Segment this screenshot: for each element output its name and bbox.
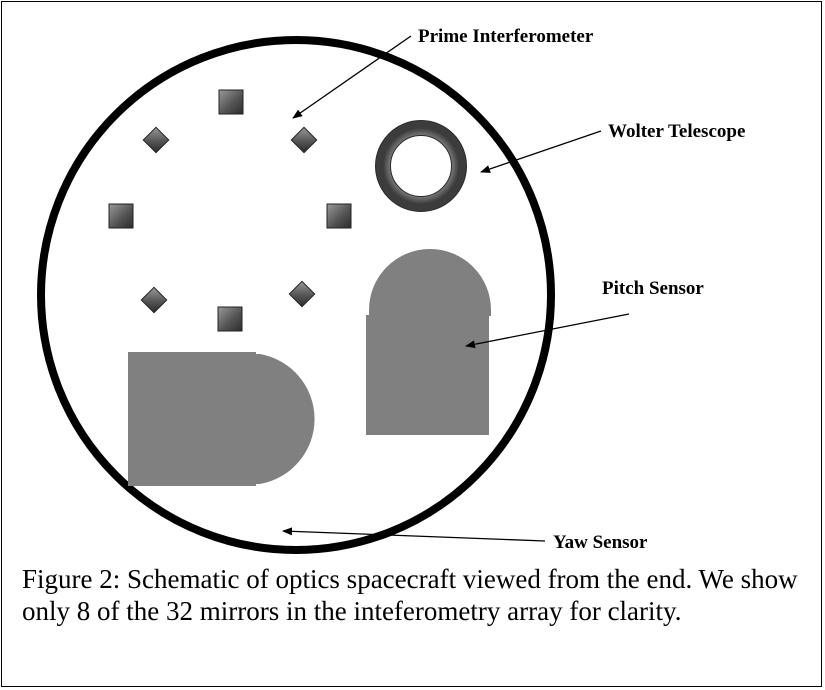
mirror-diamond-lower-left	[140, 286, 168, 314]
mirror-diamond-upper-right	[290, 126, 318, 154]
prime-interferometer-arrow	[292, 35, 412, 119]
wolter-telescope-ring	[375, 120, 467, 212]
wolter-telescope-label: Wolter Telescope	[608, 121, 745, 142]
yaw-sensor-shape	[128, 352, 315, 486]
pitch-sensor-shape	[366, 249, 491, 435]
spacecraft-body-circle	[37, 36, 555, 554]
mirror-square-left	[108, 203, 134, 229]
interferometer-mirrors	[108, 89, 352, 332]
pitch-sensor-arrow	[465, 313, 630, 349]
mirror-diamond-upper-left	[142, 126, 170, 154]
mirror-square-top	[218, 89, 244, 115]
prime-interferometer-label: Prime Interferometer	[418, 26, 594, 47]
mirror-diamond-lower-right	[288, 280, 316, 308]
wolter-telescope-ring-outline-inner	[390, 135, 452, 197]
yaw-sensor-label: Yaw Sensor	[553, 532, 648, 553]
wolter-telescope-ring-outline-outer	[375, 120, 467, 212]
mirror-square-bottom	[217, 306, 243, 332]
wolter-telescope-arrow	[480, 130, 602, 173]
figure-caption: Figure 2: Schematic of optics spacecraft…	[22, 564, 798, 626]
yaw-sensor-arrow	[282, 527, 546, 542]
pitch-sensor-label: Pitch Sensor	[602, 278, 704, 299]
mirror-square-right	[326, 203, 352, 229]
